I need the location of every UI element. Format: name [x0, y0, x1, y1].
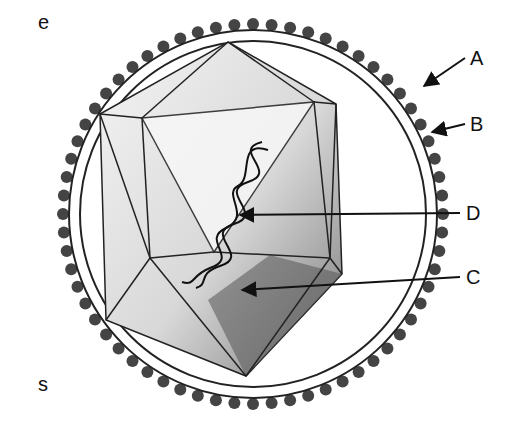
leader-lines [240, 58, 465, 290]
spike-dot [210, 22, 222, 34]
cropped-letter: e [38, 12, 49, 32]
part-letter: D [466, 203, 480, 223]
spike-dot [284, 22, 296, 34]
spike-dot [247, 398, 259, 410]
spike-dot [433, 171, 445, 183]
spike-dot [284, 394, 296, 406]
part-letter: A [470, 48, 483, 68]
spike-dot [210, 394, 222, 406]
spike-dot [436, 227, 448, 239]
spike-dot [433, 245, 445, 257]
spike-dot [228, 19, 240, 31]
spike-dot [247, 18, 259, 30]
spike-dot [57, 208, 69, 220]
part-letter: C [466, 267, 480, 287]
spike-dot [266, 19, 278, 31]
part-letter: B [470, 114, 483, 134]
spike-dot [61, 245, 73, 257]
spike-dot [266, 397, 278, 409]
capsid [100, 42, 342, 376]
spike-dot [436, 189, 448, 201]
spike-dot [58, 227, 70, 239]
spike-dot [61, 171, 73, 183]
spike-dot [58, 189, 70, 201]
spike-dot [228, 397, 240, 409]
cropped-letter: s [38, 374, 48, 394]
